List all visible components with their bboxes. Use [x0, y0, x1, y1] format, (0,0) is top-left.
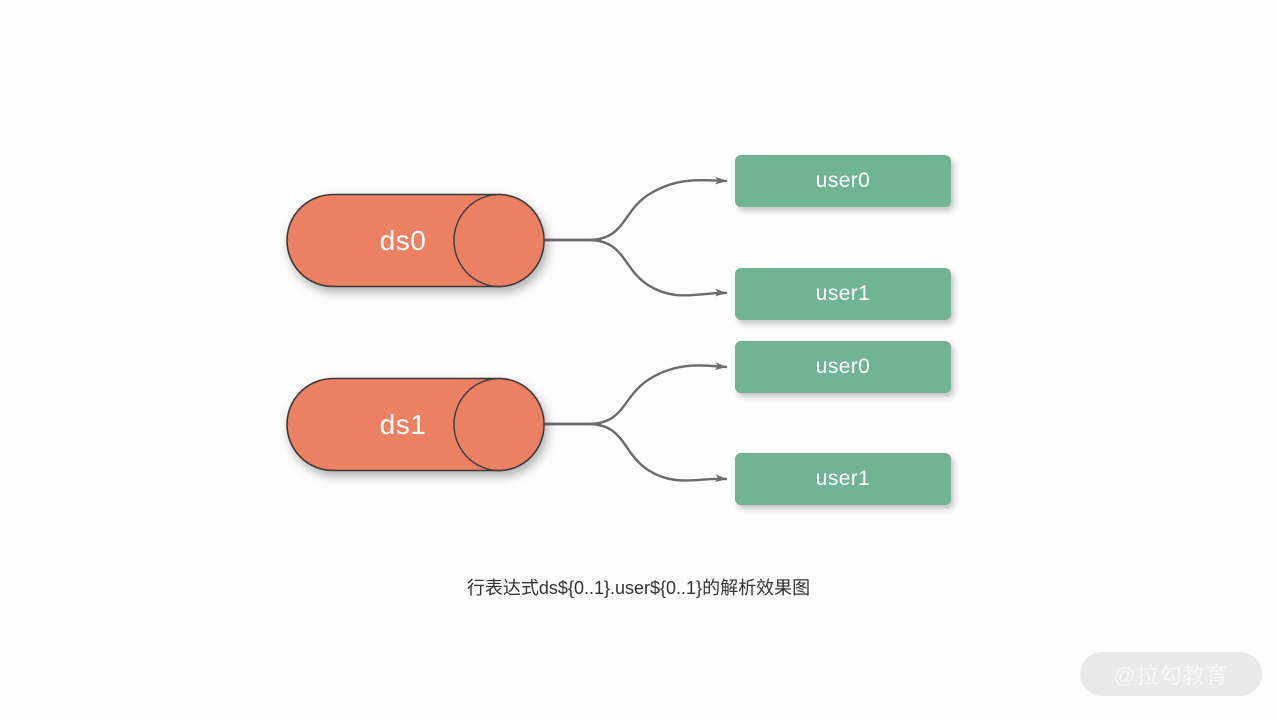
connector-ds1-user1	[544, 422, 728, 483]
table-node-ds1-user0[interactable]: user0	[735, 341, 951, 393]
table-node-ds0-user0[interactable]: user0	[735, 155, 951, 207]
datasource-node-ds1[interactable]: ds1	[286, 377, 545, 472]
connector-ds0-user1	[544, 238, 728, 297]
watermark-label: @拉勾教育	[1113, 663, 1229, 688]
table-label: user1	[815, 467, 871, 490]
cylinder-shape-icon	[286, 377, 545, 472]
table-node-ds0-user1[interactable]: user1	[735, 268, 951, 320]
cylinder-shape-icon	[286, 193, 545, 288]
watermark-badge: @拉勾教育	[1080, 652, 1262, 696]
connector-ds1-user0	[544, 362, 728, 426]
diagram-caption: 行表达式ds${0..1}.user${0..1}的解析效果图	[466, 578, 811, 598]
connector-ds0-user0	[544, 176, 728, 242]
table-label: user1	[815, 282, 871, 305]
table-node-ds1-user1[interactable]: user1	[735, 453, 951, 505]
table-label: user0	[815, 355, 871, 378]
table-label: user0	[815, 169, 871, 192]
datasource-node-ds0[interactable]: ds0	[286, 193, 545, 288]
